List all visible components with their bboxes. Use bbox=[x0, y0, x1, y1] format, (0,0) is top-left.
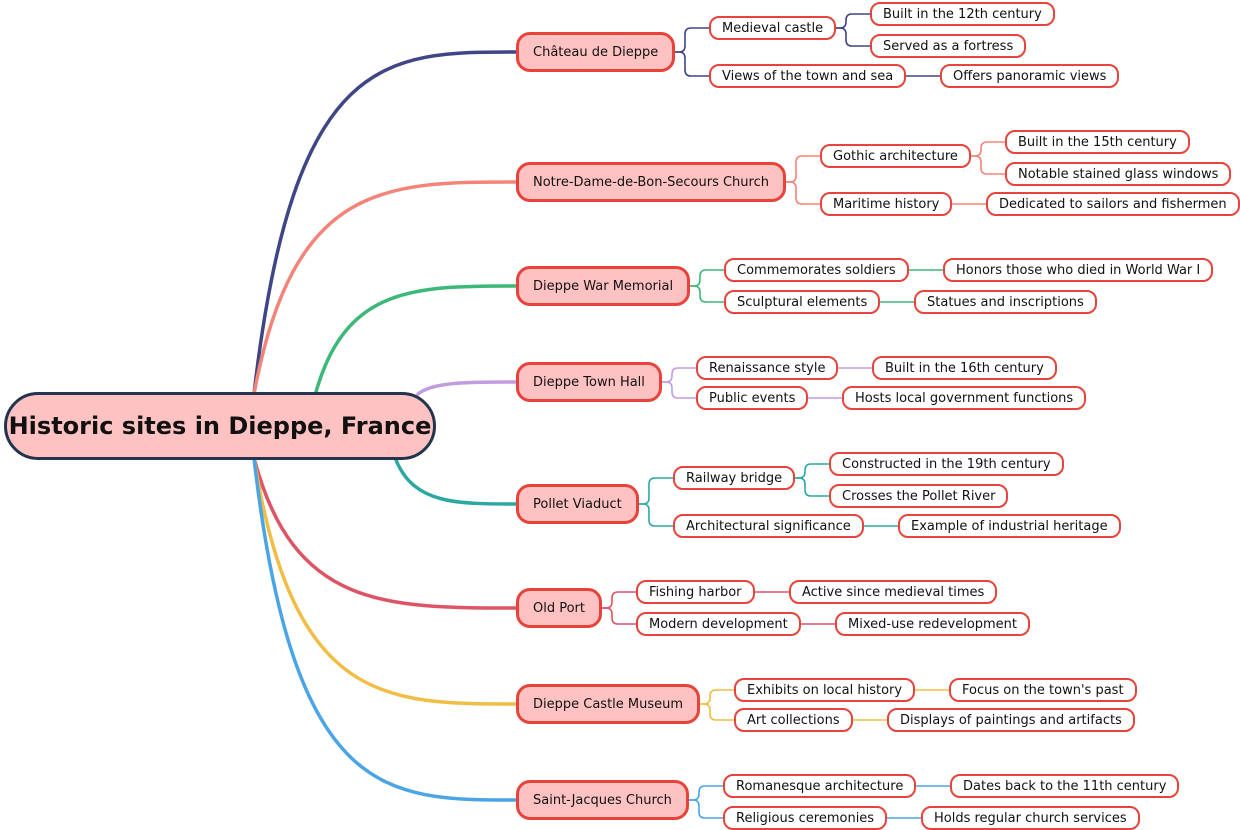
detail-industrial-heritage[interactable]: Example of industrial heritage bbox=[898, 514, 1121, 538]
detail-sailors-fishermen[interactable]: Dedicated to sailors and fishermen bbox=[986, 192, 1240, 216]
detail-crosses-pollet-river[interactable]: Crosses the Pollet River bbox=[829, 484, 1009, 508]
detail-built-12th-century[interactable]: Built in the 12th century bbox=[870, 2, 1055, 26]
branch-connector bbox=[416, 380, 518, 396]
subtopic-religious-ceremonies[interactable]: Religious ceremonies bbox=[723, 806, 888, 830]
detail-connector bbox=[835, 13, 871, 29]
subtopic-connector bbox=[699, 689, 735, 705]
branch-connector bbox=[252, 456, 518, 706]
subtopic-connector bbox=[689, 285, 725, 303]
subtopic-connector bbox=[785, 181, 821, 205]
subtopic-railway-bridge[interactable]: Railway bridge bbox=[673, 466, 796, 490]
topic-castle-museum[interactable]: Dieppe Castle Museum bbox=[516, 684, 701, 724]
subtopic-connector bbox=[689, 269, 725, 287]
detail-connector bbox=[794, 463, 830, 479]
subtopic-connector bbox=[601, 591, 637, 609]
subtopic-connector bbox=[601, 607, 637, 625]
topic-notre-dame-church[interactable]: Notre-Dame-de-Bon-Secours Church bbox=[516, 162, 786, 202]
topic-chateau-de-dieppe[interactable]: Château de Dieppe bbox=[516, 32, 676, 72]
detail-stained-glass[interactable]: Notable stained glass windows bbox=[1005, 162, 1232, 186]
subtopic-views-town-sea[interactable]: Views of the town and sea bbox=[709, 64, 907, 88]
detail-statues-inscriptions[interactable]: Statues and inscriptions bbox=[914, 290, 1097, 314]
subtopic-connector bbox=[638, 503, 674, 527]
topic-saint-jacques-church[interactable]: Saint-Jacques Church bbox=[516, 780, 689, 820]
detail-towns-past[interactable]: Focus on the town's past bbox=[949, 678, 1137, 702]
detail-connector bbox=[794, 477, 830, 497]
branch-connector bbox=[314, 284, 518, 394]
subtopic-gothic-architecture[interactable]: Gothic architecture bbox=[820, 144, 971, 168]
subtopic-connector bbox=[661, 367, 697, 383]
subtopic-architectural-significance[interactable]: Architectural significance bbox=[673, 514, 864, 538]
branch-connector bbox=[252, 456, 518, 610]
branch-connector bbox=[252, 50, 518, 396]
detail-local-government[interactable]: Hosts local government functions bbox=[842, 386, 1087, 410]
detail-built-16th-century[interactable]: Built in the 16th century bbox=[872, 356, 1057, 380]
branch-connector bbox=[394, 458, 518, 506]
detail-paintings-artifacts[interactable]: Displays of paintings and artifacts bbox=[887, 708, 1135, 732]
subtopic-commemorates-soldiers[interactable]: Commemorates soldiers bbox=[724, 258, 909, 282]
subtopic-connector bbox=[674, 27, 710, 53]
subtopic-sculptural-elements[interactable]: Sculptural elements bbox=[724, 290, 881, 314]
branch-connector bbox=[252, 180, 518, 396]
detail-11th-century[interactable]: Dates back to the 11th century bbox=[950, 774, 1180, 798]
subtopic-connector bbox=[661, 381, 697, 399]
detail-church-services[interactable]: Holds regular church services bbox=[921, 806, 1140, 830]
subtopic-modern-development[interactable]: Modern development bbox=[636, 612, 801, 636]
subtopic-romanesque-architecture[interactable]: Romanesque architecture bbox=[723, 774, 917, 798]
root-topic[interactable]: Historic sites in Dieppe, France bbox=[4, 392, 436, 460]
subtopic-renaissance-style[interactable]: Renaissance style bbox=[696, 356, 839, 380]
topic-town-hall[interactable]: Dieppe Town Hall bbox=[516, 362, 662, 402]
subtopic-connector bbox=[699, 703, 735, 721]
subtopic-connector bbox=[688, 799, 724, 819]
branch-connector bbox=[252, 456, 518, 802]
detail-constructed-19th-century[interactable]: Constructed in the 19th century bbox=[829, 452, 1064, 476]
subtopic-connector bbox=[638, 477, 674, 505]
detail-panoramic-views[interactable]: Offers panoramic views bbox=[940, 64, 1120, 88]
detail-served-as-fortress[interactable]: Served as a fortress bbox=[870, 34, 1027, 58]
subtopic-art-collections[interactable]: Art collections bbox=[734, 708, 853, 732]
subtopic-connector bbox=[688, 785, 724, 801]
subtopic-public-events[interactable]: Public events bbox=[696, 386, 809, 410]
detail-world-war-1[interactable]: Honors those who died in World War I bbox=[943, 258, 1214, 282]
topic-pollet-viaduct[interactable]: Pollet Viaduct bbox=[516, 484, 639, 524]
topic-war-memorial[interactable]: Dieppe War Memorial bbox=[516, 266, 691, 306]
detail-connector bbox=[970, 141, 1006, 157]
detail-active-medieval-times[interactable]: Active since medieval times bbox=[789, 580, 998, 604]
detail-built-15th-century[interactable]: Built in the 15th century bbox=[1005, 130, 1190, 154]
subtopic-local-history-exhibits[interactable]: Exhibits on local history bbox=[734, 678, 916, 702]
detail-connector bbox=[970, 155, 1006, 175]
subtopic-maritime-history[interactable]: Maritime history bbox=[820, 192, 953, 216]
topic-old-port[interactable]: Old Port bbox=[516, 588, 602, 628]
detail-mixed-use[interactable]: Mixed-use redevelopment bbox=[835, 612, 1031, 636]
subtopic-connector bbox=[674, 51, 710, 77]
subtopic-medieval-castle[interactable]: Medieval castle bbox=[709, 16, 837, 40]
detail-connector bbox=[835, 27, 871, 47]
subtopic-connector bbox=[785, 155, 821, 183]
subtopic-fishing-harbor[interactable]: Fishing harbor bbox=[636, 580, 755, 604]
